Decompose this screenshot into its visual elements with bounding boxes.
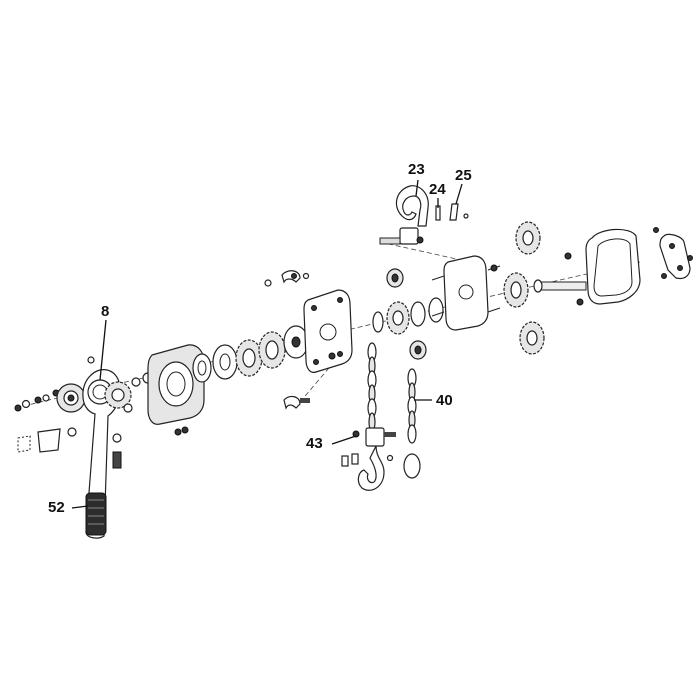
load-chain-part	[367, 342, 377, 432]
gear-cover-part	[585, 228, 641, 305]
pawl-spring-part	[87, 356, 122, 469]
side-plate-part	[303, 289, 353, 373]
callout-leaders	[71, 179, 463, 509]
callout-43: 43	[306, 435, 323, 452]
left-cover-part	[147, 344, 205, 436]
lever-handle-part	[82, 369, 121, 539]
callout-8: 8	[101, 303, 110, 320]
small-fasteners-left	[14, 389, 77, 437]
load-sprocket-part	[372, 268, 444, 360]
spring-clip-part	[264, 270, 310, 287]
end-plate-part	[653, 227, 693, 280]
brake-discs-part	[192, 325, 309, 383]
handwheel-nut-part	[56, 383, 86, 413]
nameplate-part	[17, 428, 61, 453]
callout-25: 25	[455, 167, 472, 184]
callout-52: 52	[48, 499, 65, 516]
gear-train-part	[503, 221, 587, 355]
lower-hook-part	[341, 427, 396, 491]
callout-23: 23	[408, 161, 425, 178]
callout-40: 40	[436, 392, 453, 409]
housing-frame-part	[431, 255, 501, 331]
hand-chain-part	[403, 368, 421, 479]
callout-24: 24	[429, 181, 446, 198]
upper-hook-part	[379, 185, 469, 245]
pawl-screw-part	[283, 352, 336, 410]
